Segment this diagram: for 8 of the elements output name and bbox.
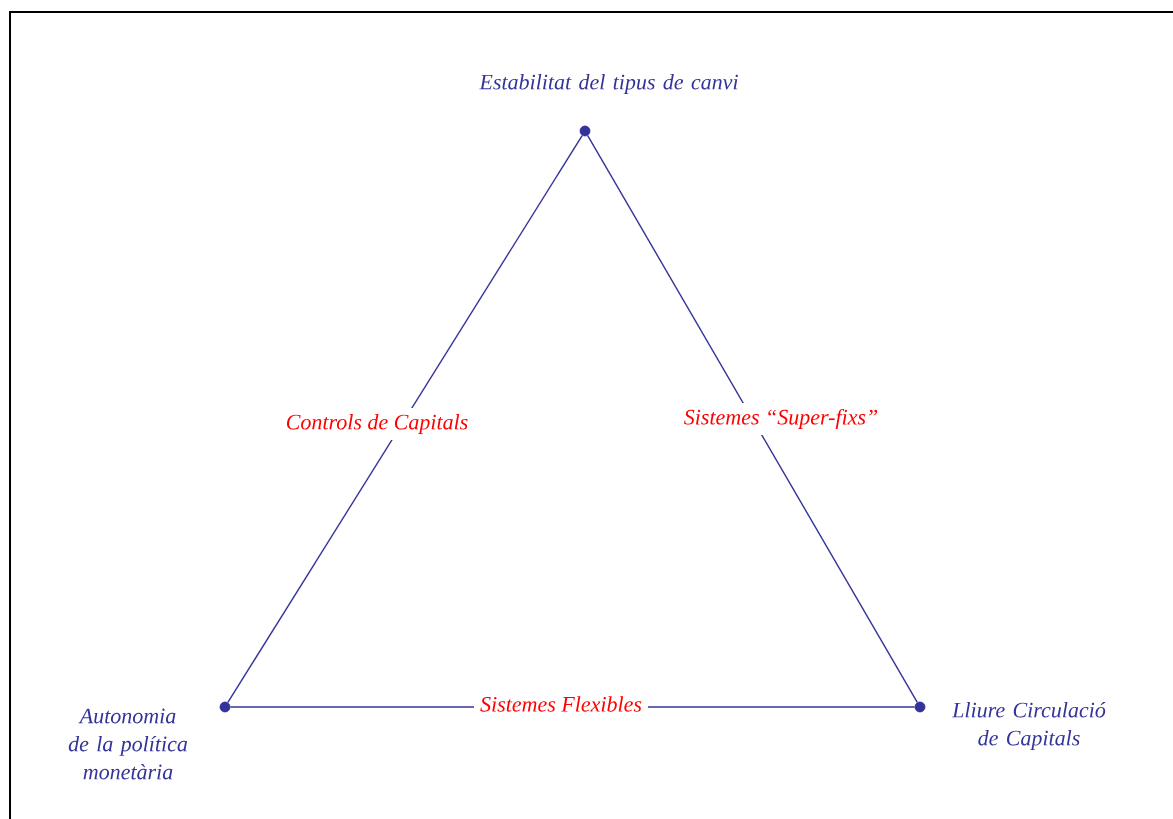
vertex-label: Estabilitat del tipus de canvi xyxy=(479,74,738,94)
edge-label: Sistemes “Super-fixs” xyxy=(677,402,885,436)
vertex-label: Autonomia de la política monetària xyxy=(68,708,188,780)
triangle-side xyxy=(587,134,918,704)
edge-label: Controls de Capitals xyxy=(279,408,475,440)
vertex-label: Lliure Circulació de Capitals xyxy=(951,702,1106,750)
triangle-side xyxy=(227,134,583,704)
edge-label: Sistemes Flexibles xyxy=(474,690,648,718)
